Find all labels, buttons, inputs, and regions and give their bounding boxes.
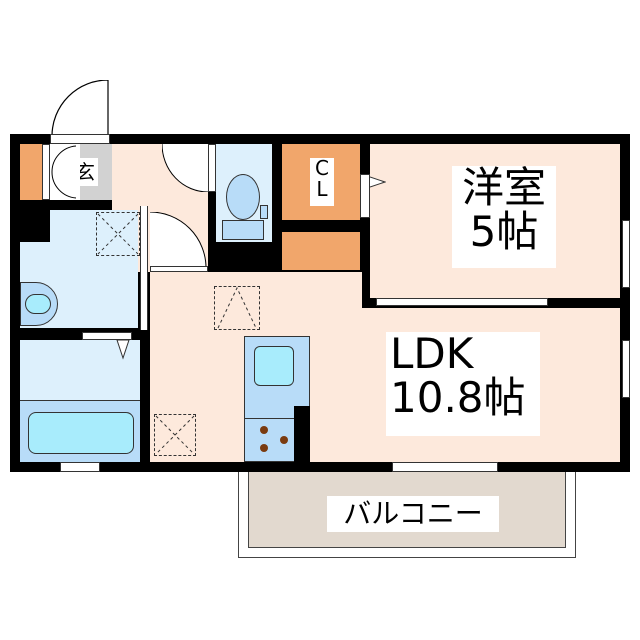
western-room-name: 洋室 bbox=[461, 163, 546, 212]
ldk-window-balcony bbox=[392, 462, 498, 472]
bathroom-door-arrow-icon bbox=[116, 340, 130, 360]
balcony-label: バルコニー bbox=[327, 496, 499, 532]
kitchen-wall bbox=[294, 406, 310, 462]
hall-threshold bbox=[150, 266, 208, 272]
western-room-sliding-door bbox=[376, 298, 548, 306]
toilet-tank bbox=[222, 220, 264, 240]
shoe-closet bbox=[20, 144, 42, 200]
burner-icon bbox=[280, 436, 288, 444]
bathroom-door bbox=[82, 332, 132, 340]
western-room-closet-door bbox=[360, 174, 370, 218]
western-room-window bbox=[622, 220, 630, 288]
burner-icon bbox=[260, 444, 268, 452]
washer-space-icon bbox=[154, 414, 196, 456]
washroom-door bbox=[140, 206, 148, 330]
kitchen-stove bbox=[244, 418, 294, 462]
western-room-size: 5帖 bbox=[469, 207, 539, 257]
hall-door-swing-icon bbox=[162, 144, 208, 192]
bathroom-window bbox=[60, 462, 100, 472]
vent-x-icon bbox=[97, 213, 139, 255]
burner-icon bbox=[260, 426, 268, 434]
washroom-ceiling-vent-icon bbox=[96, 212, 140, 256]
washroom-wall-block bbox=[20, 200, 50, 242]
closet-label: C L bbox=[310, 158, 334, 206]
western-room-label: 洋室 5帖 bbox=[452, 163, 556, 268]
ldk-size: 10.8帖 bbox=[390, 373, 526, 423]
bathtub-basin bbox=[28, 412, 134, 454]
closet-label-c: C bbox=[315, 156, 329, 180]
toilet-bowl bbox=[226, 174, 260, 220]
closet-label-l: L bbox=[316, 177, 328, 201]
ldk-label: LDK 10.8帖 bbox=[386, 329, 540, 436]
entrance-inner-door-icon bbox=[50, 144, 80, 200]
washbasin-bowl bbox=[25, 294, 51, 314]
ldk-name: LDK bbox=[390, 329, 474, 378]
toilet-paper bbox=[260, 205, 268, 219]
washer-x-icon bbox=[155, 415, 195, 455]
fridge-triangle-icon bbox=[217, 286, 257, 329]
kitchen-sink bbox=[254, 346, 294, 386]
fridge-space-icon bbox=[214, 286, 260, 330]
entrance-door-threshold bbox=[50, 134, 110, 144]
ldk-window-right bbox=[622, 340, 630, 398]
washroom-door-swing-icon bbox=[150, 212, 207, 268]
entrance-door-icon bbox=[51, 80, 109, 137]
toilet-door bbox=[208, 144, 216, 192]
shoe-closet-door bbox=[42, 144, 50, 200]
western-room-door-arrow-icon bbox=[370, 176, 386, 188]
storage bbox=[282, 232, 360, 270]
